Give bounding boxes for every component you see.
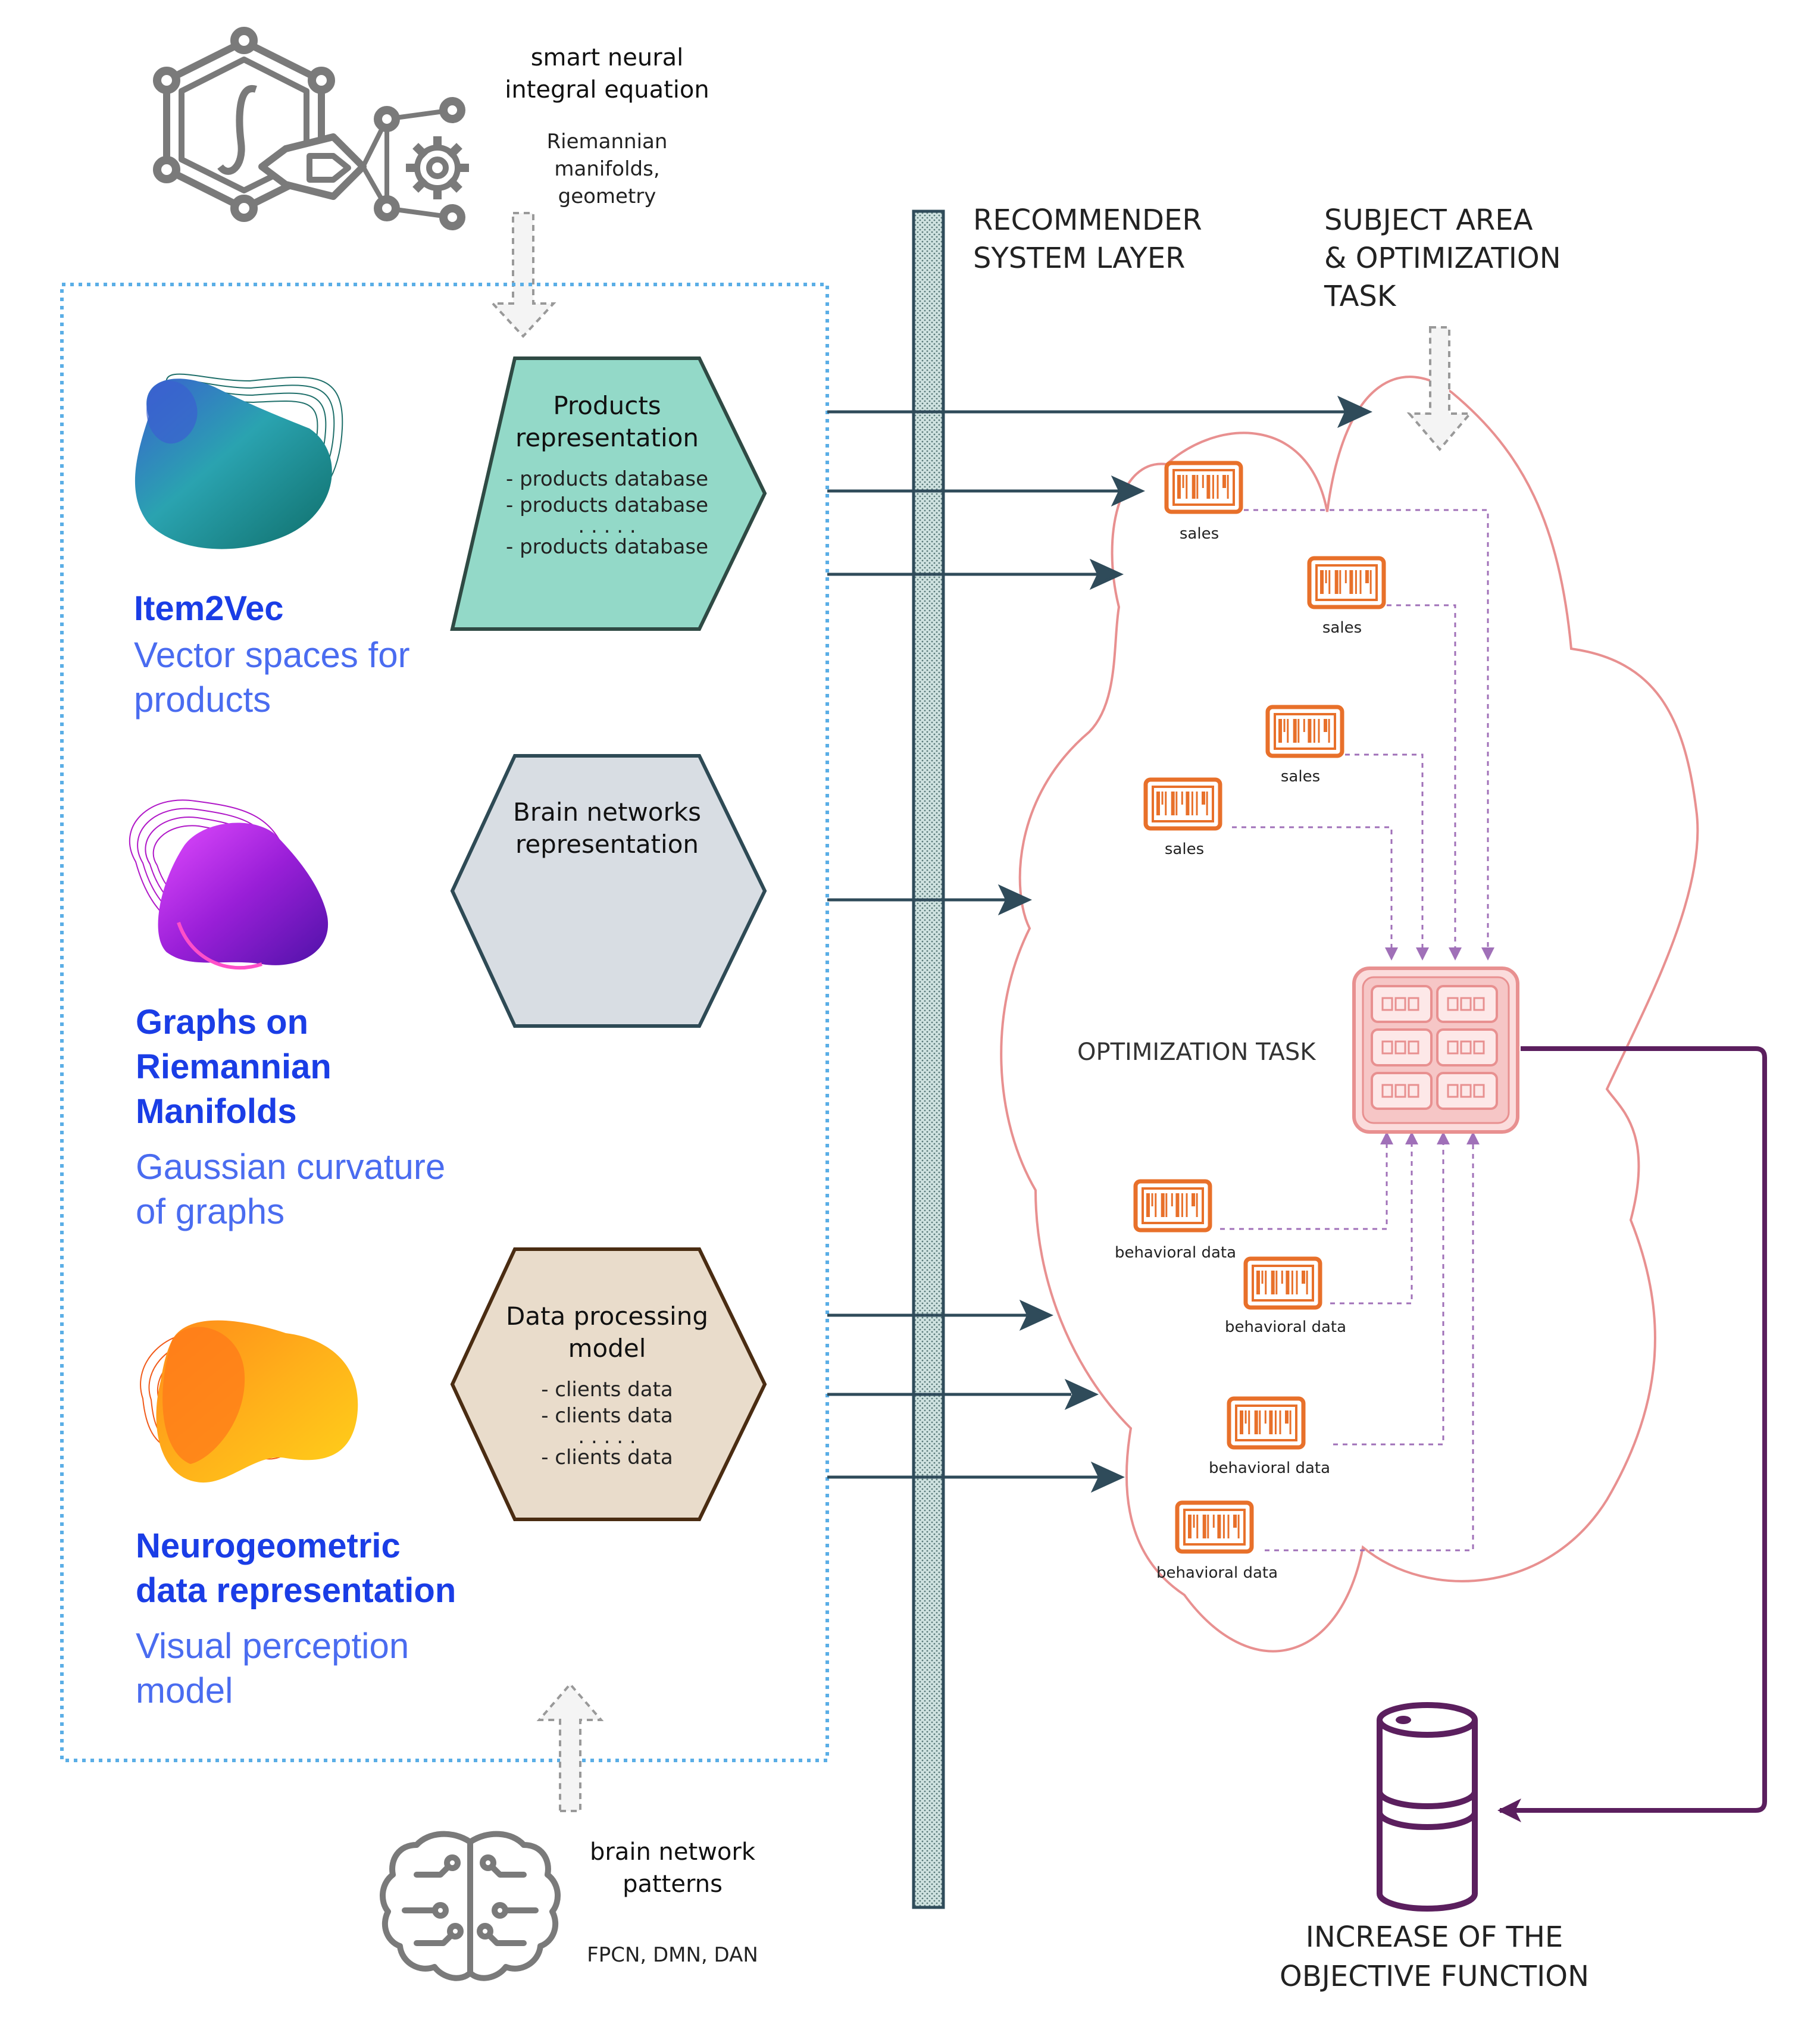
recommender-line2: SYSTEM LAYER <box>973 242 1186 275</box>
data-processing-hexagon <box>450 1247 767 1521</box>
brain-title-line2: representation <box>515 830 699 859</box>
products-title-line1: Products <box>553 391 661 420</box>
recommender-line1: RECOMMENDER <box>973 204 1202 237</box>
neuro-sub-line1: Visual perception <box>136 1626 409 1666</box>
data-item-3: - clients data <box>541 1446 673 1469</box>
orange-blob-icon <box>140 1320 358 1483</box>
behavioral-label-3: behavioral data <box>1208 1459 1331 1477</box>
subject-area-cloud <box>1000 376 1699 1653</box>
brain-circuit-icon <box>379 1831 561 1981</box>
gear-icon <box>406 136 469 199</box>
objective-line1: INCREASE OF THE <box>1305 1920 1563 1954</box>
neuro-sub-line2: model <box>136 1671 233 1710</box>
graphs-title-line1: Graphs on <box>136 1003 309 1041</box>
server-cell <box>1371 1072 1433 1110</box>
behavioral-barcode-icon-4 <box>1175 1500 1254 1554</box>
behavioral-barcode-icon-2 <box>1243 1256 1322 1310</box>
products-item-1: - products database <box>506 467 708 491</box>
recommender-layer-bar <box>912 209 945 1909</box>
graphs-sub-line2: of graphs <box>136 1191 285 1231</box>
objective-arrow <box>1497 1046 1767 1822</box>
subject-line1: SUBJECT AREA <box>1324 204 1533 237</box>
objective-line2: OBJECTIVE FUNCTION <box>1280 1960 1589 1993</box>
sales-label-1: sales <box>1179 525 1219 543</box>
subject-line2: & OPTIMIZATION <box>1324 242 1561 275</box>
sales-barcode-icon-1 <box>1164 461 1243 514</box>
server-cell <box>1436 1072 1498 1110</box>
connector-arrows <box>827 395 1373 1493</box>
graphs-title-line2: Riemannian <box>136 1047 332 1086</box>
item2vec-sub-line2: products <box>134 680 271 720</box>
subject-line3: TASK <box>1324 280 1396 313</box>
server-cell <box>1371 985 1433 1023</box>
brain-networks-hexagon <box>450 754 767 1028</box>
optimization-task-label: OPTIMIZATION TASK <box>1077 1039 1316 1066</box>
sales-barcode-icon-3 <box>1265 705 1344 758</box>
brain-networks-list: FPCN, DMN, DAN <box>587 1943 758 1967</box>
graphs-title-line3: Manifolds <box>136 1092 297 1131</box>
sales-label-3: sales <box>1280 768 1321 786</box>
behavioral-label-1: behavioral data <box>1114 1244 1237 1262</box>
neuro-title-line1: Neurogeometric <box>136 1527 401 1565</box>
up-arrow-brain-patterns <box>536 1682 604 1812</box>
data-item-ellipsis: . . . . . <box>578 1425 636 1449</box>
data-item-2: - clients data <box>541 1404 673 1428</box>
brain-patterns-line1: brain network <box>590 1838 755 1866</box>
item2vec-sub-line1: Vector spaces for <box>134 635 410 675</box>
server-cell <box>1371 1028 1433 1066</box>
equation-title-line2: integral equation <box>505 76 709 104</box>
behavioral-label-4: behavioral data <box>1156 1564 1278 1582</box>
behavioral-barcode-icon-1 <box>1133 1179 1212 1233</box>
down-arrow-input <box>490 212 556 338</box>
sales-barcode-icon-2 <box>1307 556 1386 609</box>
products-item-3: - products database <box>506 535 708 559</box>
sales-label-4: sales <box>1164 840 1205 858</box>
database-cylinder-icon <box>1377 1702 1478 1912</box>
sales-label-2: sales <box>1322 619 1362 637</box>
data-item-1: - clients data <box>541 1378 673 1402</box>
riemann-line3: geometry <box>558 184 656 208</box>
products-item-2: - products database <box>506 493 708 517</box>
equation-title-line1: smart neural <box>530 44 684 71</box>
products-title-line2: representation <box>515 423 699 452</box>
data-title-line2: model <box>568 1334 646 1363</box>
teal-blob-icon <box>135 373 343 549</box>
riemann-line1: Riemannian <box>546 130 668 154</box>
riemann-line2: manifolds, <box>554 157 660 181</box>
item2vec-title: Item2Vec <box>134 589 284 628</box>
representation-panel-border <box>60 283 829 1762</box>
brain-title-line1: Brain networks <box>513 797 701 827</box>
products-hexagon <box>450 356 767 631</box>
server-grid-icon <box>1352 966 1519 1134</box>
data-title-line1: Data processing <box>506 1302 708 1331</box>
down-arrow-subject <box>1406 326 1473 452</box>
purple-blob-icon <box>129 799 329 970</box>
sales-barcode-icon-4 <box>1143 777 1222 831</box>
behavioral-label-2: behavioral data <box>1224 1318 1347 1336</box>
server-cell <box>1436 985 1498 1023</box>
neuro-title-line2: data representation <box>136 1571 456 1610</box>
server-cell <box>1436 1028 1498 1066</box>
behavioral-barcode-icon-3 <box>1227 1396 1306 1450</box>
data-flow-lines <box>1220 509 1494 1552</box>
brain-patterns-line2: patterns <box>623 1871 723 1898</box>
products-item-ellipsis: . . . . . <box>578 514 636 538</box>
graphs-sub-line1: Gaussian curvature <box>136 1147 446 1187</box>
hexagon-integral-network-icon <box>153 27 465 230</box>
